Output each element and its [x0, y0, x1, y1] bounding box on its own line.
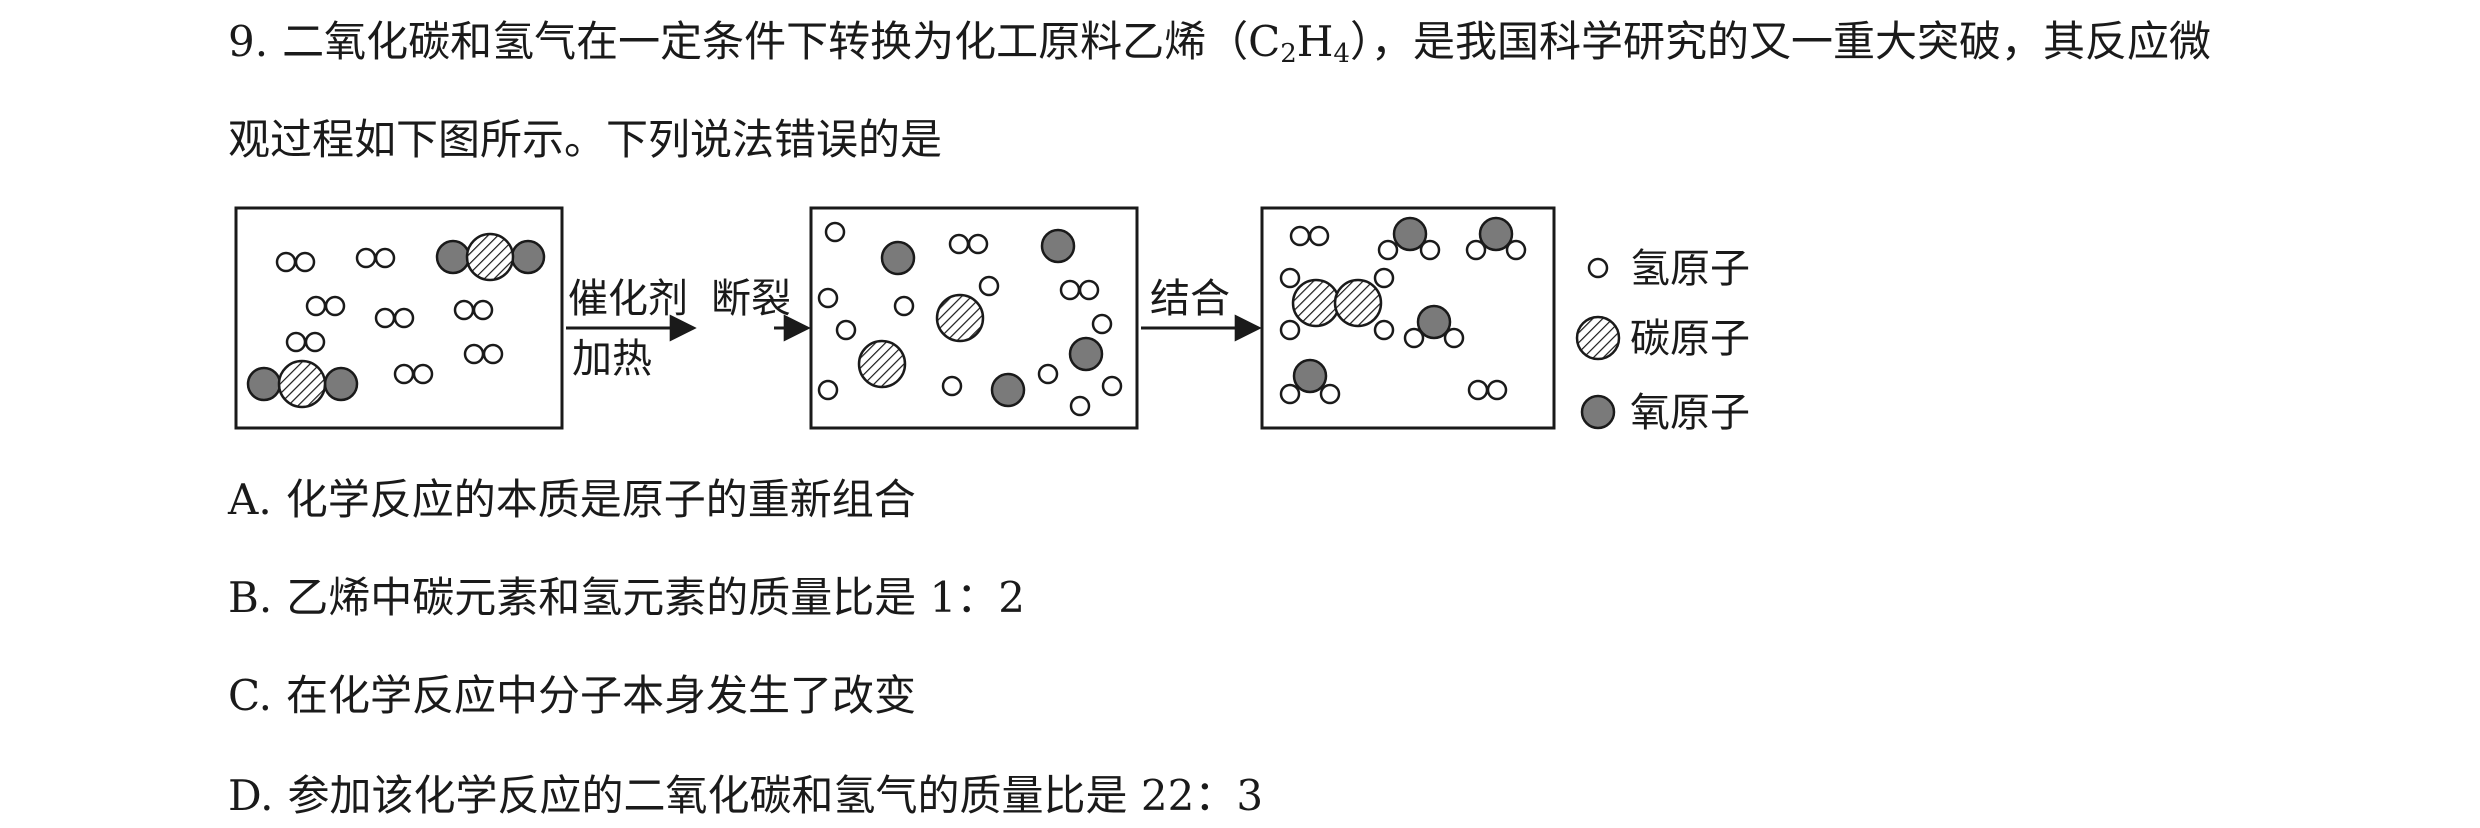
option-d-letter: D.: [228, 771, 274, 820]
hydrogen-atom: [824, 221, 846, 243]
hydrogen-molecule: [463, 343, 504, 365]
oxygen-atom: [990, 372, 1026, 408]
hydrogen-molecule: [285, 331, 326, 353]
option-a-letter: A.: [228, 475, 272, 524]
hydrogen-molecule: [1289, 225, 1330, 247]
combine-label: 结合: [1150, 276, 1230, 322]
carbon-atom: [935, 293, 985, 343]
question-text-part2: ），是我国科学研究的又一重大突破，其反应微: [1349, 17, 2211, 66]
option-c[interactable]: C. 在化学反应中分子本身发生了改变: [228, 668, 916, 724]
carbon-dioxide-molecule: [246, 359, 359, 409]
hydrogen-atom: [893, 295, 915, 317]
ethylene-formula: C2H4: [1248, 17, 1350, 69]
hydrogen-atom: [941, 375, 963, 397]
carbon-atom: [857, 339, 907, 389]
question-number: 9.: [228, 17, 269, 66]
hydrogen-atom: [978, 275, 1000, 297]
hydrogen-molecule: [374, 307, 415, 329]
hydrogen-molecule: [393, 363, 434, 385]
question-text-part1: 二氧化碳和氢气在一定条件下转换为化工原料乙烯（: [282, 17, 1249, 66]
option-c-text: 在化学反应中分子本身发生了改变: [286, 671, 917, 720]
hydrogen-molecule: [453, 299, 494, 321]
water-molecule: [1465, 216, 1527, 261]
option-a-text: 化学反应的本质是原子的重新组合: [285, 475, 916, 524]
hydrogen-atom: [1091, 313, 1113, 335]
heat-label: 加热: [572, 336, 652, 382]
hydrogen-atom: [1101, 375, 1123, 397]
legend-carbon-label: 碳原子: [1630, 316, 1750, 362]
water-molecule: [1403, 304, 1465, 349]
reactants-box: [234, 206, 564, 430]
legend-hydrogen-marker: [1587, 257, 1609, 279]
option-d[interactable]: D. 参加该化学反应的二氧化碳和氢气的质量比是 22：3: [228, 768, 1263, 824]
option-c-letter: C.: [228, 671, 272, 720]
hydrogen-atom: [1037, 363, 1059, 385]
hydrogen-atom: [817, 379, 839, 401]
hydrogen-molecule: [275, 251, 316, 273]
legend-hydrogen-label: 氢原子: [1630, 246, 1750, 292]
hydrogen-atom: [817, 287, 839, 309]
oxygen-atom: [1068, 336, 1104, 372]
product-molecules: [1279, 216, 1527, 405]
legend-oxygen-marker: [1580, 394, 1616, 430]
option-b-letter: B.: [228, 573, 273, 622]
hydrogen-atom: [1059, 279, 1081, 301]
separated-atoms: [817, 221, 1123, 417]
products-box: [1260, 206, 1556, 430]
break-label: 断裂: [711, 276, 791, 322]
oxygen-atom: [880, 240, 916, 276]
option-b-text: 乙烯中碳元素和氢元素的质量比是 1：2: [286, 573, 1026, 622]
atoms-box: [809, 206, 1139, 430]
water-molecule: [1279, 358, 1341, 405]
hydrogen-atom: [835, 319, 857, 341]
reactant-molecules: [246, 232, 546, 409]
catalyst-label: 催化剂: [568, 276, 688, 322]
hydrogen-molecule: [355, 247, 396, 269]
option-a[interactable]: A. 化学反应的本质是原子的重新组合: [228, 472, 916, 528]
water-molecule: [1377, 216, 1441, 261]
ethylene-molecule: [1279, 267, 1395, 341]
legend: 氢原子 碳原子 氧原子: [1575, 246, 1750, 436]
oxygen-atom: [1040, 228, 1076, 264]
question-line-2: 观过程如下图所示。下列说法错误的是: [228, 115, 943, 164]
hydrogen-atom: [1069, 395, 1091, 417]
carbon-dioxide-molecule: [435, 232, 546, 282]
hydrogen-atom: [948, 233, 970, 255]
option-b[interactable]: B. 乙烯中碳元素和氢元素的质量比是 1：2: [228, 570, 1025, 626]
legend-oxygen-label: 氧原子: [1630, 390, 1750, 436]
option-d-text: 参加该化学反应的二氧化碳和氢气的质量比是 22：3: [287, 771, 1264, 820]
hydrogen-atom: [1078, 279, 1100, 301]
hydrogen-atom: [967, 233, 989, 255]
hydrogen-molecule: [305, 295, 346, 317]
legend-carbon-marker: [1575, 315, 1621, 361]
question-line-1: 9. 二氧化碳和氢气在一定条件下转换为化工原料乙烯（C2H4），是我国科学研究的又…: [228, 14, 2211, 82]
hydrogen-molecule: [1467, 379, 1508, 401]
